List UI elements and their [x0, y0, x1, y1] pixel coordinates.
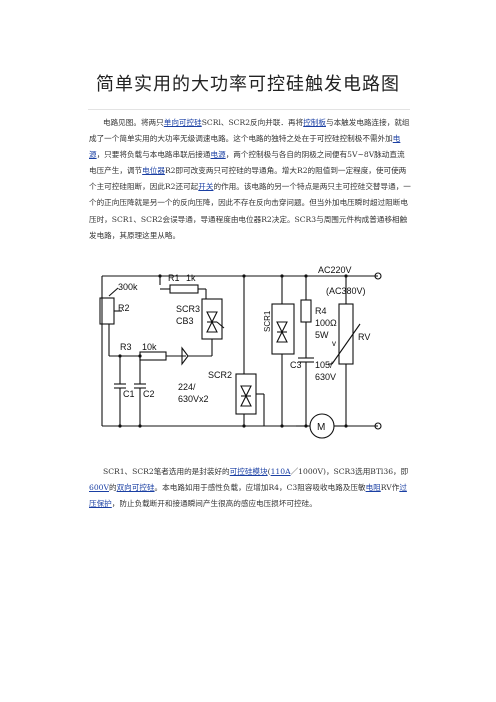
- text-run: 的作用。该电路的另一个特点是两只主可控硅交替导通，一个的正向压降就是另一个的反向…: [89, 182, 411, 240]
- component-paragraph: SCR1、SCR2笔者选用的是封装好的可控硅模块(110A／1000V)，SCR…: [89, 464, 411, 512]
- text-run: 与本触发电路连接，就组成了一个简单实用的大功率无级调速电路。这个电路的独特之处在…: [89, 118, 410, 144]
- label-c1: C1: [123, 389, 135, 399]
- label-c3-value-2: 630V: [315, 372, 336, 382]
- label-r4-value-2: 5W: [315, 330, 329, 340]
- text-run: ，防止负载断开和接通瞬间产生很高的感应电压损坏可控硅。: [111, 499, 317, 509]
- label-r1-value: 1k: [186, 273, 196, 283]
- label-motor: M: [317, 422, 325, 433]
- label-c2: C2: [143, 389, 155, 399]
- text-run: RV作: [380, 483, 400, 493]
- label-r2-value: 300k: [118, 282, 138, 292]
- label-r1: R1: [168, 273, 180, 283]
- link-control-board[interactable]: 控制板: [303, 118, 326, 127]
- intro-paragraph: 电路见图。将两只单向可控硅SCRl、SCR2反向并联．再将控制板与本触发电路连接…: [89, 115, 411, 244]
- label-r4: R4: [315, 306, 327, 316]
- label-scr3: SCR3: [176, 304, 200, 314]
- label-r2: R2: [118, 303, 130, 313]
- label-r4-value-1: 100Ω: [315, 318, 337, 328]
- link-110a[interactable]: 110A: [270, 467, 291, 476]
- text-run: SCR1、SCR2笔者选用的是封装好的: [103, 467, 230, 476]
- label-scr2: SCR2: [208, 370, 232, 380]
- label-c3: C3: [290, 360, 302, 370]
- link-triac[interactable]: 双向可控硅: [116, 483, 155, 493]
- label-cb3: CB3: [176, 316, 194, 326]
- text-run: (: [267, 467, 271, 476]
- link-overvoltage-protection[interactable]: 过压保护: [89, 483, 407, 509]
- label-v: v: [332, 339, 336, 348]
- text-run: ，两个控制极与各自的阴极之间便有5V~8V脉动直流电压产生，调节: [89, 150, 405, 176]
- text-run: 的: [108, 483, 117, 493]
- link-potentiometer[interactable]: 电位器: [142, 166, 165, 176]
- circuit-diagram: 300k R2 R1 1k SCR3 CB3 R3 10k C1 C2 224/…: [99, 265, 382, 439]
- label-c3-value-1: 105/: [315, 360, 333, 370]
- link-unidirectional-scr[interactable]: 单向可控硅: [163, 118, 202, 127]
- page-title: 简单实用的大功率可控硅触发电路图: [96, 74, 400, 95]
- label-r3: R3: [120, 342, 132, 352]
- link-600v[interactable]: 600V: [89, 483, 109, 493]
- label-scr1: SCR1: [263, 310, 272, 332]
- link-scr-module[interactable]: 可控硅模块: [229, 467, 268, 476]
- label-c-value-1: 224/: [178, 382, 196, 392]
- link-switch[interactable]: 开关: [198, 182, 214, 192]
- link-resistor[interactable]: 电阻: [365, 483, 381, 493]
- text-run: SCRl、SCR2反向并联．再将: [201, 118, 304, 127]
- label-c-value-2: 630Vx2: [178, 394, 209, 404]
- title-divider: [88, 109, 410, 110]
- label-ac220: AC220V: [318, 265, 352, 275]
- label-ac380: (AC380V): [326, 286, 366, 296]
- text-run: 。本电路如用于感性负载，应增加R4，C3阻容吸收电路及压敏: [154, 483, 366, 493]
- text-run: ／1000V)，SCR3选用BTl36，即: [290, 467, 409, 476]
- text-run: ，只要将负载与本电路串联后接通: [96, 150, 211, 160]
- link-power-1[interactable]: 电源: [89, 134, 401, 160]
- link-power-2[interactable]: 电源: [210, 150, 226, 160]
- label-rv: RV: [358, 332, 370, 342]
- text-run: 电路见图。将两只: [103, 118, 164, 127]
- text-run: R2即可改变两只可控硅的导通角。增大R2的阻值到一定程度，使可使两个主可控硅阻断…: [89, 166, 407, 192]
- label-r3-value: 10k: [142, 342, 157, 352]
